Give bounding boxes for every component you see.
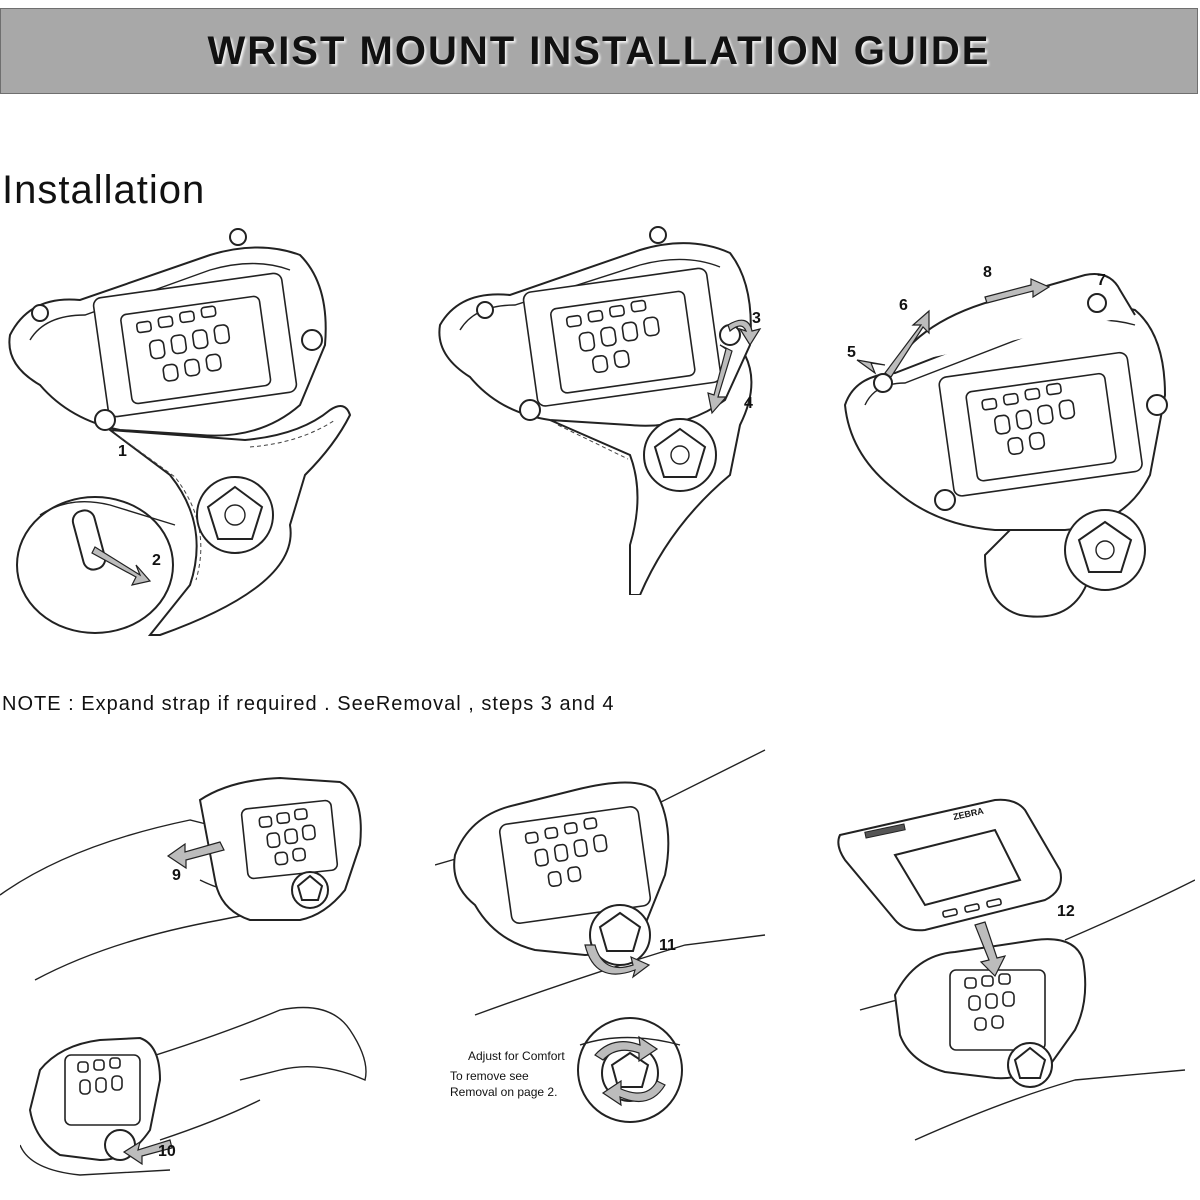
illustration-steps-1-2: 1 2 <box>8 228 352 636</box>
step-10-label: 10 <box>158 1143 176 1160</box>
illustration-step-10: 10 <box>20 1006 367 1176</box>
illustration-steps-5-8: 5 6 7 8 <box>843 264 1168 618</box>
step-5-label: 5 <box>847 344 856 361</box>
removal-note-line-2: Removal on page 2. <box>450 1085 557 1099</box>
step-8-label: 8 <box>983 264 992 281</box>
step-2-label: 2 <box>152 552 161 569</box>
illustration-step-11: 11 Adjust for Comfort To remove see Remo… <box>435 749 766 1123</box>
step-6-label: 6 <box>899 297 908 314</box>
section-title: Installation <box>2 168 206 212</box>
step-3-label: 3 <box>752 310 761 327</box>
page-title: WRIST MOUNT INSTALLATION GUIDE <box>207 28 991 73</box>
installation-note: NOTE : Expand strap if required . SeeRem… <box>2 693 615 715</box>
illustration-step-9: 9 <box>0 776 362 981</box>
step-4-label: 4 <box>744 395 753 412</box>
illustration-steps-3-4: 3 4 <box>438 226 762 595</box>
title-banner: WRIST MOUNT INSTALLATION GUIDE <box>0 8 1198 94</box>
removal-note-line-1: To remove see <box>450 1069 529 1083</box>
step-7-label: 7 <box>1097 272 1106 289</box>
step-12-label: 12 <box>1057 903 1075 920</box>
adjust-note: Adjust for Comfort <box>468 1049 565 1063</box>
step-1-label: 1 <box>118 443 127 460</box>
step-9-label: 9 <box>172 867 181 884</box>
illustration-step-12: ZEBRA 12 <box>837 798 1195 1141</box>
step-11-label: 11 <box>659 937 676 954</box>
